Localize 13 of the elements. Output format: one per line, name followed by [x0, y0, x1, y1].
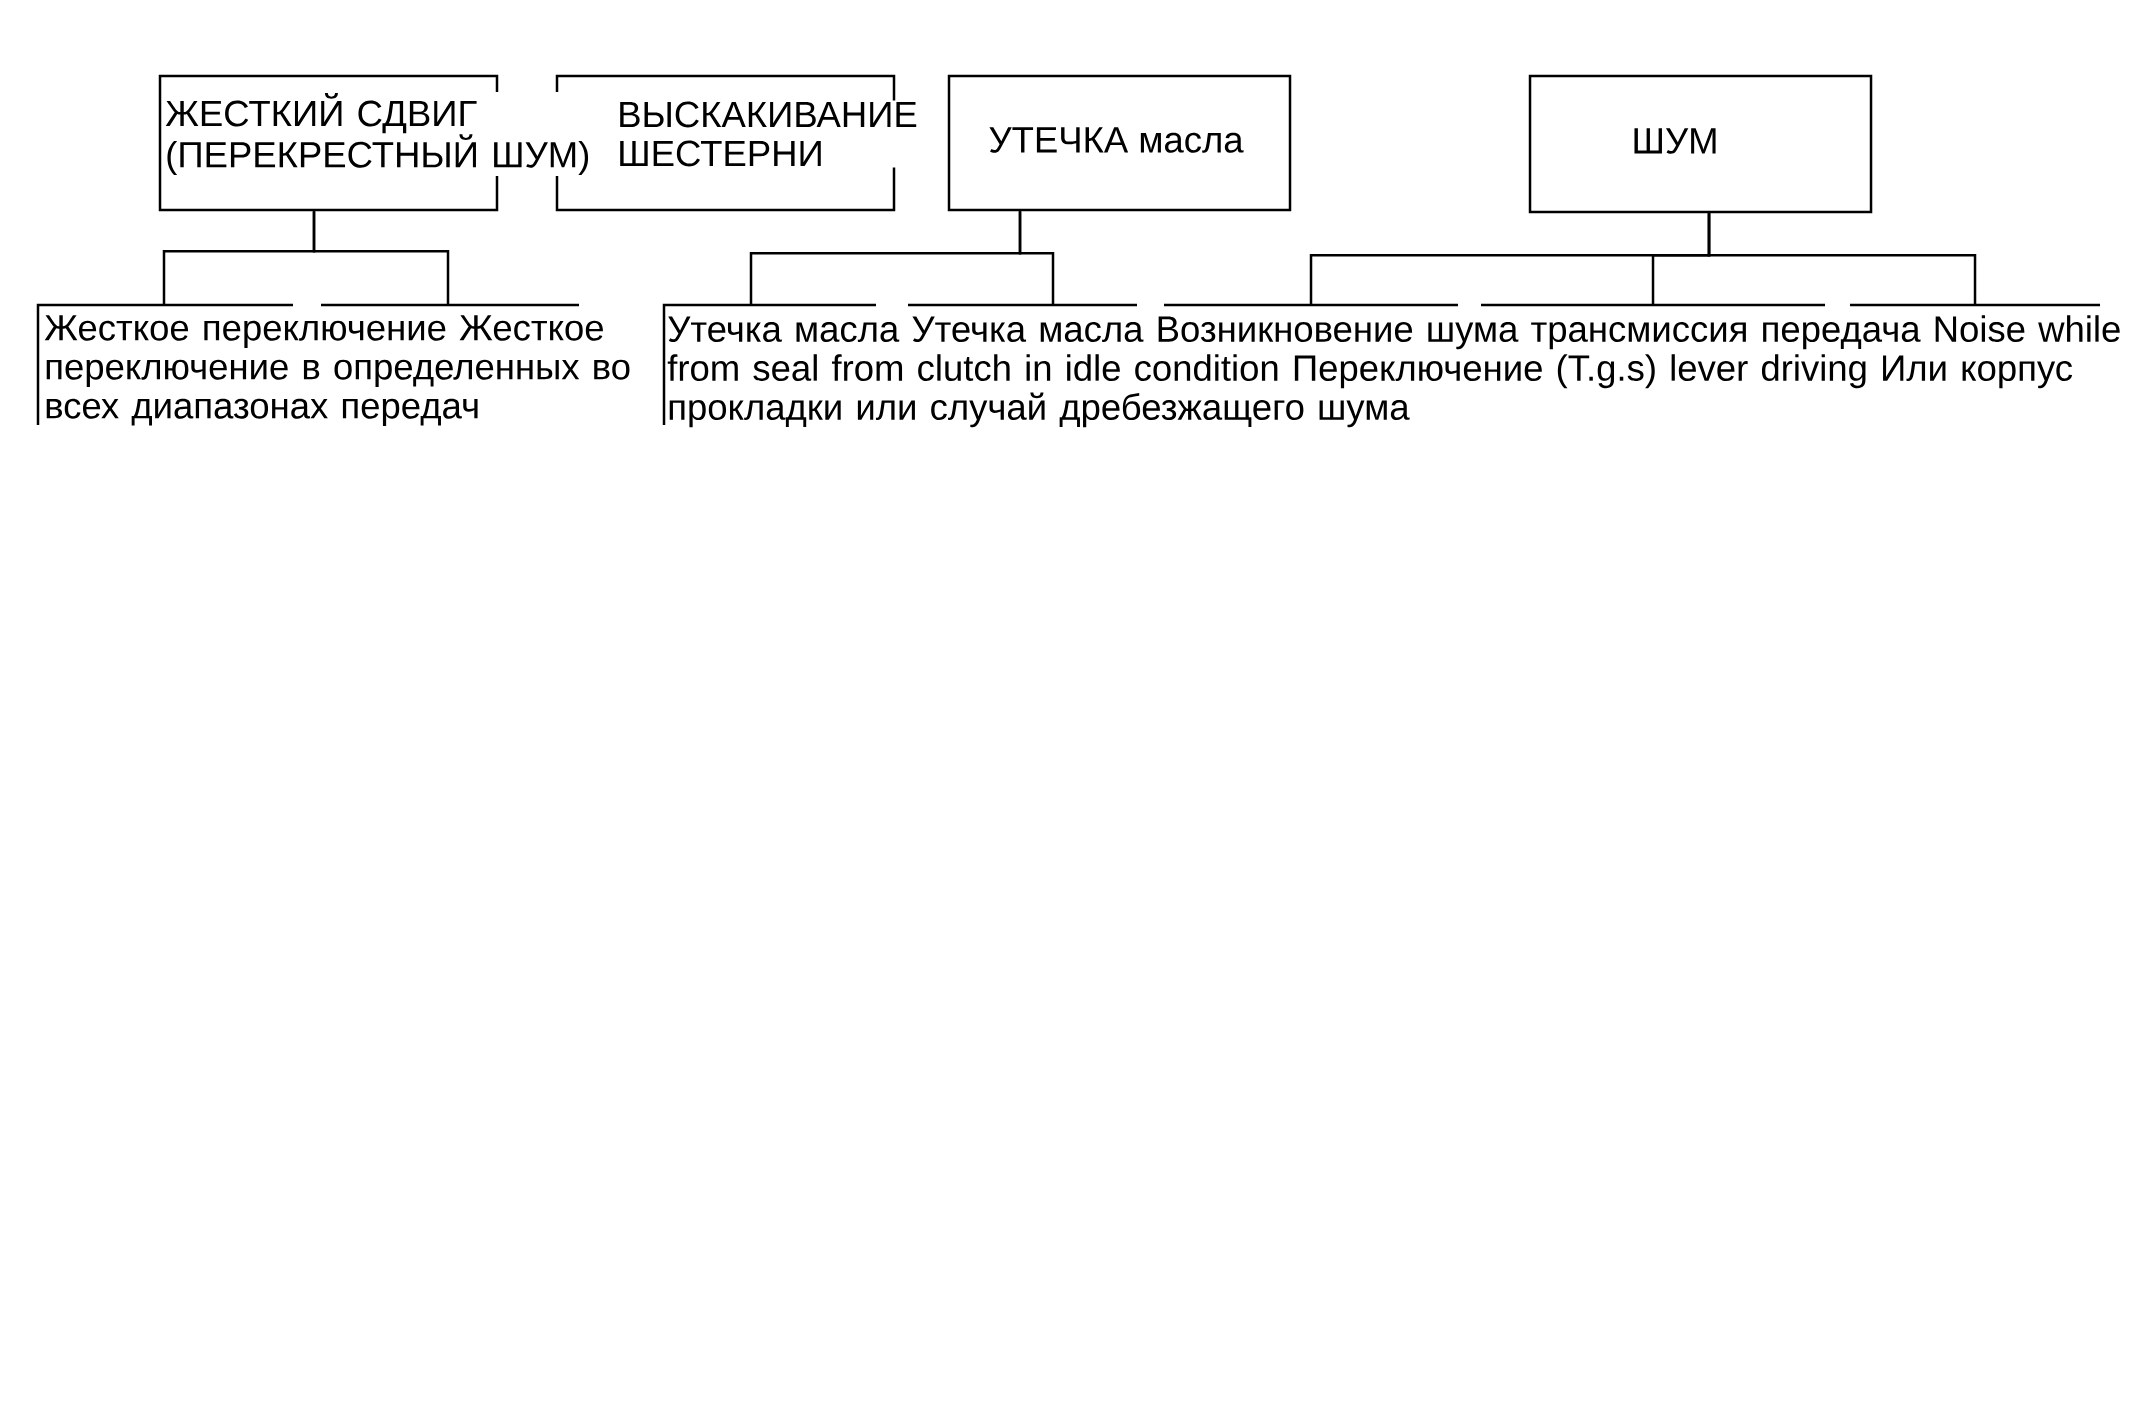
category-box: ЖЕСТКИЙ СДВИГ (ПЕРЕКРЕСТНЫЙ ШУМ)	[158, 74, 607, 212]
empty-box	[1850, 303, 2100, 307]
empty-box	[908, 303, 1137, 307]
description-text: Утечка масла Утечка масла Возникновение шума трансмиссия передача Noise while from seal from clutch in idle condition Переключение (T.g.s) lever driving Или корпус прокладки или случай дребезжащего шума	[667, 315, 2120, 428]
category-box: ШУМ	[1528, 74, 1873, 214]
connector-line	[1018, 211, 1055, 305]
empty-box	[1164, 303, 1458, 307]
category-box: УТЕЧКА масла	[947, 74, 1292, 212]
empty-box	[321, 303, 579, 307]
connector-line	[1707, 213, 1977, 305]
empty-box	[1481, 303, 1825, 307]
connector-line	[312, 211, 450, 305]
description-text: Жесткое переключение Жесткое переключение в определенных во всех диапазонах передач	[44, 315, 630, 426]
